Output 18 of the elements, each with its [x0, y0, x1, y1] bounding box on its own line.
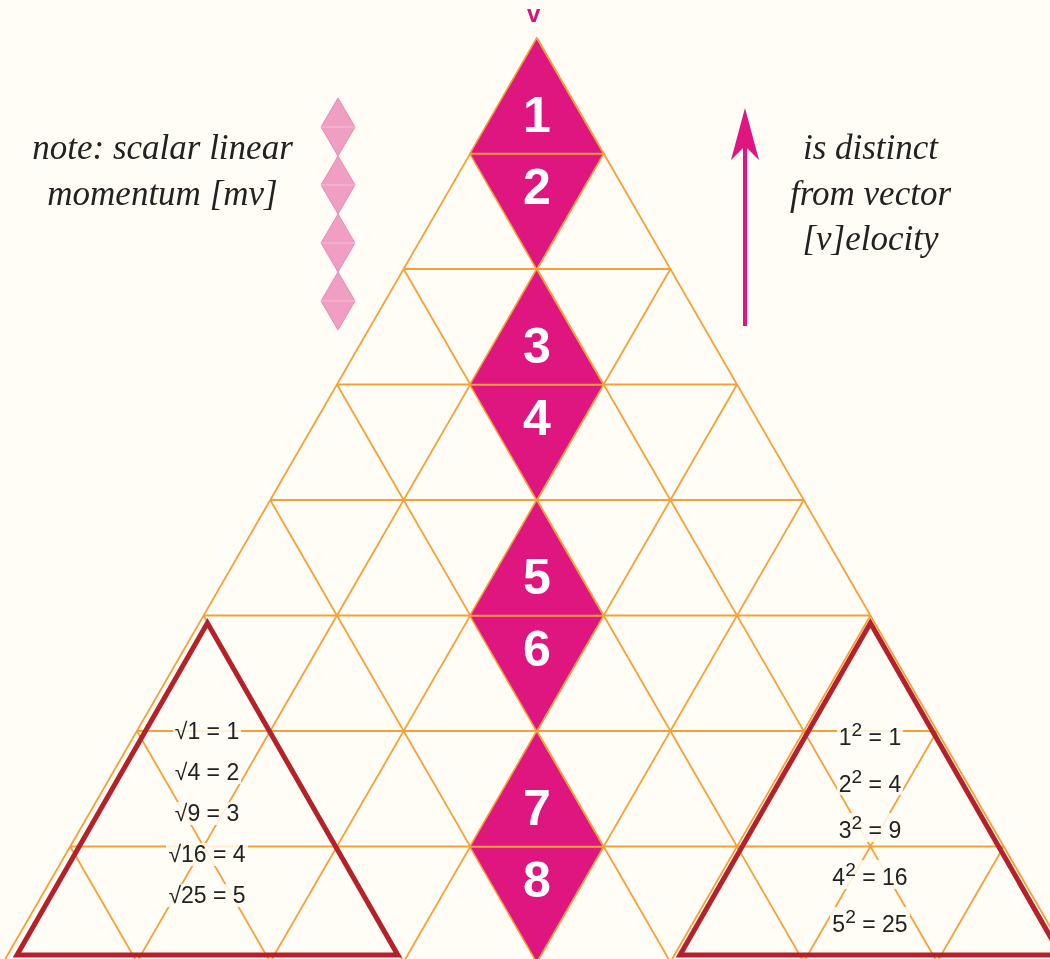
number-label: 5	[523, 552, 551, 602]
number-label: 4	[523, 392, 551, 443]
number-label: 1	[523, 90, 551, 140]
equation-text: √16 = 4	[166, 843, 248, 866]
note-text: is distinct from vector [v]elocity	[789, 127, 952, 260]
equation-text: √1 = 1	[172, 720, 242, 743]
vector-label: v	[527, 0, 541, 28]
number-label: 8	[523, 854, 551, 905]
equation-text: √25 = 5	[166, 884, 248, 907]
note-text: note: scalar linear momentum [mv]	[31, 127, 294, 215]
number-label: 2	[523, 161, 551, 212]
equation-text: √9 = 3	[172, 802, 242, 825]
equation-text: 4$^{2}$ = 16	[830, 859, 910, 889]
number-label: 7	[523, 783, 551, 833]
equation-text: √4 = 2	[172, 761, 242, 784]
number-label: 3	[523, 321, 551, 371]
number-label: 6	[523, 623, 551, 674]
equation-text: 3$^{2}$ = 9	[836, 813, 904, 842]
